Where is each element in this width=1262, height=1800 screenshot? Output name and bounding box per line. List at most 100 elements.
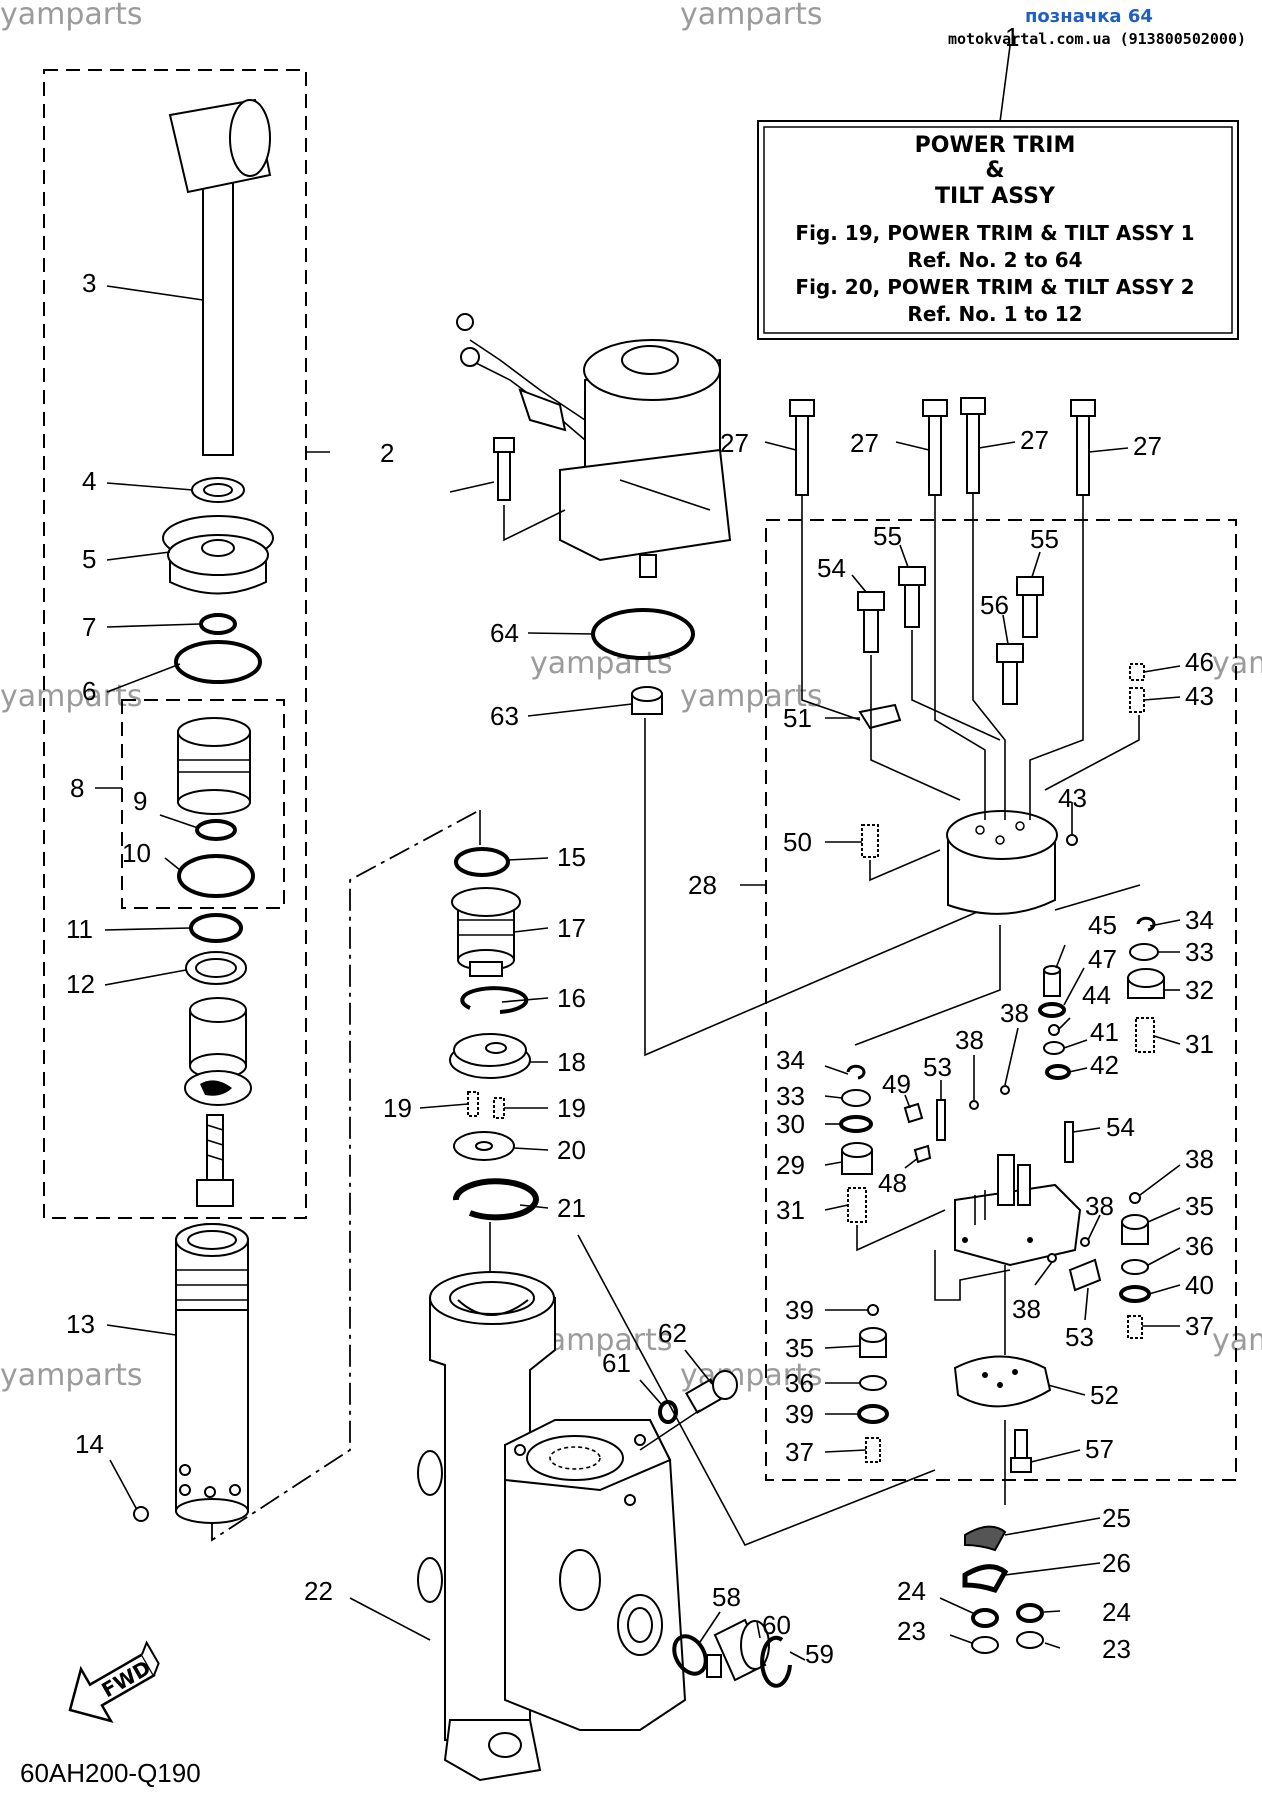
header-ref-label: позначка 64 <box>1025 6 1153 27</box>
watermark: yamparts <box>530 646 673 681</box>
callout-60: 61 <box>602 1348 631 1378</box>
callout-24-right: 24 <box>1102 1597 1131 1627</box>
callout-57: 58 <box>712 1582 741 1612</box>
callout-27-3: 27 <box>1020 425 1049 455</box>
watermark: yamparts <box>680 679 823 714</box>
part-15-oring <box>454 847 510 877</box>
callout-46: 47 <box>1088 944 1117 974</box>
part-3-rod <box>168 98 272 456</box>
callout-61: 62 <box>658 1318 687 1348</box>
callout-34-right: 34 <box>1185 905 1214 935</box>
group-box-8 <box>121 699 285 909</box>
callout-33-right: 33 <box>1185 937 1214 967</box>
callout-39-right: 40 <box>1185 1270 1214 1300</box>
callout-12: 12 <box>66 969 95 999</box>
callout-4: 4 <box>82 466 96 496</box>
part-5-cap <box>162 515 274 595</box>
part-38-ball-f <box>867 1304 879 1316</box>
part-37-spring-left <box>865 1437 881 1463</box>
part-55-bolt-left <box>898 566 926 628</box>
callout-27-1: 27 <box>720 428 749 458</box>
part-57-oring <box>672 1634 708 1676</box>
part-18-valve-seat <box>449 1033 531 1079</box>
callout-23-left: 23 <box>897 1616 926 1646</box>
part-14-ball <box>133 1506 149 1522</box>
part-46-oring <box>1038 1002 1066 1018</box>
part-29-check-valve <box>841 1142 873 1175</box>
callout-5: 5 <box>82 544 96 574</box>
callout-38-b: 38 <box>1000 998 1029 1028</box>
infobox-title-3: TILT ASSY <box>935 184 1056 209</box>
part-27-bolt-4 <box>1070 399 1096 496</box>
callout-54-left: 54 <box>817 553 846 583</box>
part-plate <box>184 1070 252 1106</box>
part-47-plate <box>913 1144 932 1164</box>
part-10-oring <box>177 854 255 898</box>
part-31-spring-left <box>847 1187 867 1223</box>
part-38-ball-a <box>969 1100 979 1110</box>
part-7-oring <box>199 613 237 635</box>
callout-50: 51 <box>783 703 812 733</box>
infobox-title-1: POWER TRIM <box>915 133 1076 158</box>
part-9-oring <box>195 819 237 841</box>
part-4-seal <box>191 477 245 503</box>
part-bolt <box>196 1114 234 1207</box>
callout-10: 10 <box>122 838 151 868</box>
callout-56: 57 <box>1085 1434 1114 1464</box>
part-6-oring <box>174 640 262 684</box>
part-11-oring <box>189 913 243 943</box>
part-34-clip-right <box>1136 916 1156 932</box>
part-43-ball-top <box>1066 834 1078 846</box>
part-24-oring-right <box>1016 1603 1044 1623</box>
part-54-bolt-left <box>857 591 885 653</box>
callout-6: 6 <box>82 676 96 706</box>
part-45-spring <box>1129 663 1145 681</box>
part-35-valve-right <box>1121 1214 1149 1245</box>
part-23-seal-left <box>971 1636 999 1654</box>
callout-17: 17 <box>557 913 586 943</box>
callout-9: 9 <box>133 786 147 816</box>
part-13-cylinder <box>175 1223 249 1524</box>
callout-29: 29 <box>776 1150 805 1180</box>
callout-31-right: 31 <box>1185 1029 1214 1059</box>
part-36-seal-left <box>859 1375 887 1391</box>
callout-20: 20 <box>557 1135 586 1165</box>
part-19-spring-right <box>493 1097 505 1119</box>
callout-21: 21 <box>557 1193 586 1223</box>
watermark: yamparts <box>0 0 143 32</box>
callout-26: 26 <box>1102 1548 1131 1578</box>
fwd-arrow-icon: FWD <box>68 1640 160 1723</box>
callout-41: 42 <box>1090 1050 1119 1080</box>
part-28-pump-block <box>946 810 1058 915</box>
callout-55-top: 55 <box>873 521 902 551</box>
part-41-oring <box>1045 1064 1071 1080</box>
callout-13: 13 <box>66 1309 95 1339</box>
part-50-bracket <box>858 703 902 730</box>
part-21-circlip <box>452 1178 539 1221</box>
part-pump-body <box>954 1154 1082 1267</box>
part-59-valve <box>706 1618 770 1682</box>
part-43-ball <box>1048 1024 1060 1036</box>
callout-30: 30 <box>776 1109 805 1139</box>
part-54-bolt-right <box>1016 576 1044 638</box>
callout-52: 53 <box>1065 1322 1094 1352</box>
part-23-seal-right <box>1016 1631 1044 1649</box>
callout-35-right: 35 <box>1185 1191 1214 1221</box>
callout-58: 59 <box>805 1639 834 1669</box>
callout-55-bottom: 56 <box>980 590 1009 620</box>
callout-15: 15 <box>557 842 586 872</box>
group-box-28 <box>765 519 1237 1481</box>
part-24-oring-left <box>971 1608 999 1628</box>
callout-28: 28 <box>688 870 717 900</box>
callout-38-e: 38 <box>1012 1294 1041 1324</box>
callout-31-left: 31 <box>776 1195 805 1225</box>
part-48-filter <box>903 1102 924 1124</box>
part-53-pin-left <box>936 1099 946 1141</box>
watermark: yamparts <box>0 679 143 714</box>
callout-54-right: 55 <box>1030 524 1059 554</box>
callout-11: 11 <box>66 914 93 944</box>
callout-62: 63 <box>490 701 519 731</box>
callouts: 2 3 4 5 6 7 8 9 10 11 12 13 14 15 16 17 … <box>66 268 1214 1669</box>
callout-19-right: 19 <box>557 1093 586 1123</box>
watermark: yamparts <box>0 1358 143 1393</box>
